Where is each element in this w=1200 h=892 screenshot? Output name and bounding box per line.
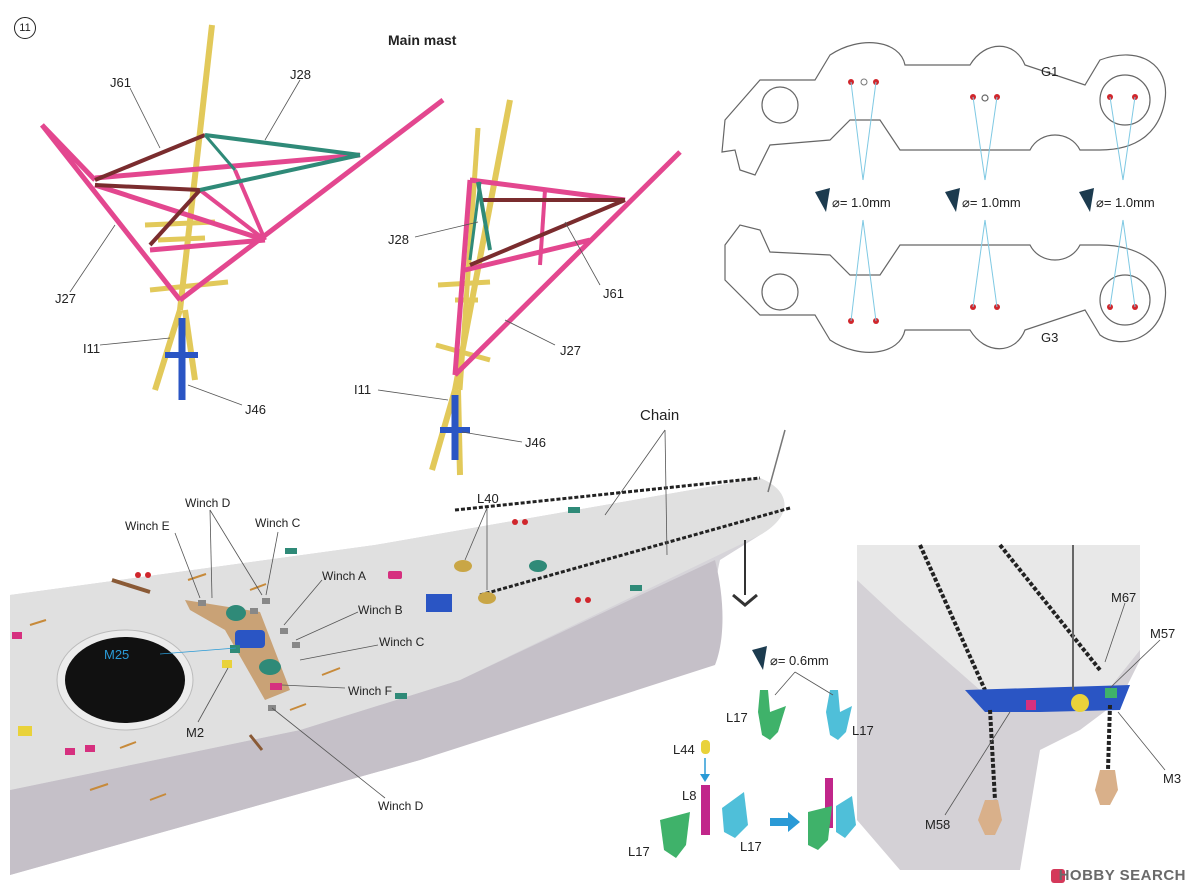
label-winch-b: Winch B (358, 603, 403, 617)
step-number: 11 (14, 17, 36, 39)
label-l17-c: L17 (628, 844, 650, 859)
label-j28-right: J28 (388, 232, 409, 247)
label-winch-c-top: Winch C (255, 516, 301, 530)
label-m25: M25 (104, 647, 130, 662)
drill-size-small: ⌀= 0.6mm (770, 653, 829, 668)
g3-holes (848, 304, 1138, 324)
g3-drill-guides (850, 219, 1136, 322)
label-m3: M3 (1163, 771, 1182, 786)
g1-drill-guides (850, 81, 1136, 181)
label-l17-d: L17 (740, 839, 762, 854)
label-j61-right: J61 (603, 286, 624, 301)
deck-part-g3 (724, 224, 1167, 353)
label-l17-a: L17 (726, 710, 748, 725)
label-g1: G1 (1041, 64, 1059, 79)
label-chain: Chain (640, 407, 680, 424)
label-winch-e: Winch E (125, 519, 170, 533)
label-winch-d-top: Winch D (185, 496, 231, 510)
mast-assembly-right (377, 99, 682, 476)
hobby-search-logo-icon (1051, 869, 1065, 883)
label-m57: M57 (1150, 626, 1176, 641)
ship-bow-hull (10, 429, 791, 875)
label-j46-right: J46 (525, 435, 546, 450)
watermark: HOBBY SEARCH (1058, 867, 1186, 884)
mast-assembly-left (40, 24, 445, 406)
label-j27-left: J27 (55, 291, 76, 306)
label-l44: L44 (673, 742, 695, 757)
drill-size-2: ⌀= 1.0mm (962, 195, 1021, 210)
drill-size-1: ⌀= 1.0mm (832, 195, 891, 210)
label-j46-left: J46 (245, 402, 266, 417)
label-i11-left: I11 (83, 341, 101, 356)
deck-part-g1 (721, 42, 1167, 176)
label-winch-a: Winch A (322, 569, 367, 583)
drill-bit-icon (752, 188, 1094, 670)
g1-holes (848, 78, 1138, 100)
bow-closeup (857, 543, 1166, 870)
label-m58: M58 (925, 817, 951, 832)
label-m2: M2 (186, 725, 205, 740)
label-j28-left: J28 (290, 67, 311, 82)
label-l17-b: L17 (852, 723, 874, 738)
page-title: Main mast (388, 32, 457, 48)
label-g3: G3 (1041, 330, 1059, 345)
label-l8: L8 (682, 788, 697, 803)
label-m67: M67 (1111, 590, 1137, 605)
label-winch-f: Winch F (348, 684, 393, 698)
label-l40: L40 (477, 491, 499, 506)
label-winch-c-mid: Winch C (379, 635, 425, 649)
anchor-parts (660, 671, 856, 858)
label-j61-left: J61 (110, 75, 131, 90)
drill-size-3: ⌀= 1.0mm (1096, 195, 1155, 210)
label-i11-right: I11 (354, 382, 372, 397)
label-winch-d-bottom: Winch D (378, 799, 424, 813)
label-j27-right: J27 (560, 343, 581, 358)
